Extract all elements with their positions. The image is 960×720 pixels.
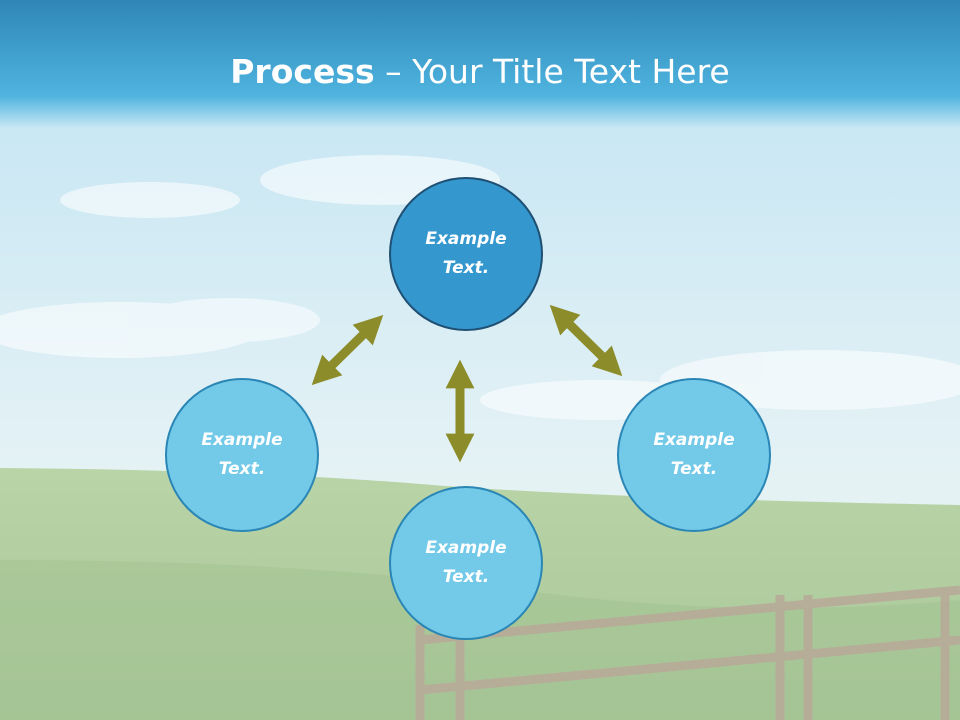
process-node-left: Example Text. (165, 378, 319, 532)
title-bold: Process (230, 52, 375, 91)
slide-title: Process – Your Title Text Here (0, 52, 960, 91)
node-bottom-text: Example Text. (425, 538, 507, 587)
arrow-top-right (549, 304, 623, 377)
node-right-text: Example Text. (653, 430, 735, 479)
arrow-top-left (311, 314, 384, 386)
process-node-bottom: Example Text. (389, 486, 543, 640)
node-top-text: Example Text. (425, 229, 507, 278)
node-left-text: Example Text. (201, 430, 283, 479)
process-node-right: Example Text. (617, 378, 771, 532)
header-band (0, 0, 960, 128)
title-rest: – Your Title Text Here (374, 52, 730, 91)
process-node-top: Example Text. (389, 177, 543, 331)
